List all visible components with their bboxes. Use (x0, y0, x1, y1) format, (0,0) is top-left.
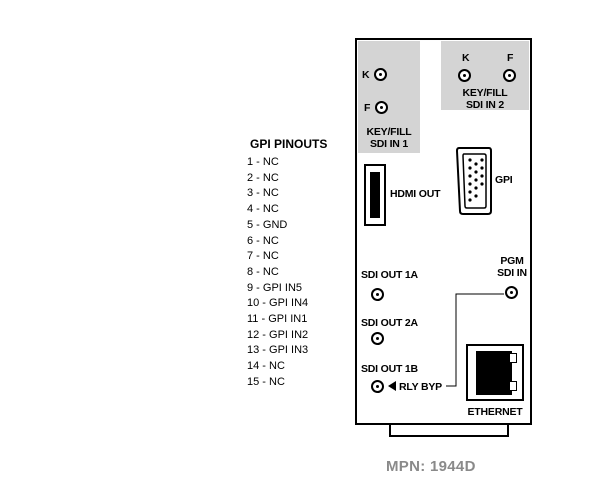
gpi-pin: 3 - NC (247, 187, 279, 200)
sdi-out-1b-label: SDI OUT 1B (361, 363, 418, 375)
gpi-label: GPI (495, 174, 513, 186)
keyfill-sdi-in-2-label: KEY/FILL SDI IN 2 (441, 87, 529, 111)
gpi-pin: 14 - NC (247, 360, 285, 373)
gpi-connector[interactable] (455, 146, 493, 216)
pgm-sdi-in-connector[interactable] (505, 286, 518, 299)
rear-panel (355, 38, 532, 425)
gpi-pin: 12 - GPI IN2 (247, 328, 309, 341)
gpi-pin: 15 - NC (247, 375, 285, 388)
ethernet-label: ETHERNET (467, 406, 523, 418)
sdi-out-1b-connector[interactable] (371, 380, 384, 393)
hdmi-out-label: HDMI OUT (390, 188, 441, 200)
keyfill-sdi-in-1-label: KEY/FILL SDI IN 1 (358, 126, 420, 150)
pgm-line2: SDI IN (497, 267, 527, 279)
gpi-pin: 9 - GPI IN5 (247, 281, 303, 294)
gpi-pin: 13 - GPI IN3 (247, 344, 309, 357)
key-sdi-in-2-connector[interactable] (458, 69, 471, 82)
sdi-out-1a-connector[interactable] (371, 288, 384, 301)
ethernet-led-top (509, 353, 517, 363)
gpi-pin: 7 - NC (247, 250, 279, 263)
hdmi-out-port[interactable] (364, 164, 386, 226)
gpi-pin: 10 - GPI IN4 (247, 297, 309, 310)
sdi-out-2a-label: SDI OUT 2A (361, 317, 418, 329)
keyfill-1-line1: KEY/FILL (366, 126, 412, 138)
gpi-pin: 1 - NC (247, 156, 279, 168)
gpi-pin: 8 - NC (247, 265, 279, 278)
ethernet-port[interactable] (466, 344, 524, 401)
gpi-pin: 6 - NC (247, 234, 279, 247)
key-label-2: K (462, 52, 470, 64)
gpi-pinout-list: 1 - NC 2 - NC 3 - NC 4 - NC 5 - GND 6 - … (247, 155, 308, 391)
pgm-sdi-in-label: PGM SDI IN (485, 255, 539, 279)
pgm-line1: PGM (500, 255, 524, 267)
key-sdi-in-1-connector[interactable] (374, 68, 387, 81)
sdi-out-2a-connector[interactable] (371, 332, 384, 345)
relay-bypass-line (446, 293, 504, 387)
ethernet-socket (476, 351, 512, 395)
keyfill-1-line2: SDI IN 1 (369, 138, 409, 150)
rly-byp-arrow-icon (388, 381, 396, 391)
keyfill-sdi-in-1-area (358, 41, 420, 153)
gpi-pinouts-title: GPI PINOUTS (250, 137, 328, 151)
fill-label-2: F (507, 52, 514, 64)
mpn-label: MPN: 1944D (386, 458, 476, 475)
gpi-pin: 5 - GND (247, 218, 288, 231)
fill-sdi-in-1-connector[interactable] (375, 101, 388, 114)
fill-label-1: F (364, 102, 371, 114)
gpi-pin: 2 - NC (247, 171, 279, 184)
rly-byp-label: RLY BYP (399, 381, 442, 393)
hdmi-port-opening (370, 172, 380, 218)
gpi-pin: 4 - NC (247, 203, 279, 216)
gpi-pin: 11 - GPI IN1 (247, 313, 308, 326)
keyfill-2-line1: KEY/FILL (462, 87, 508, 99)
sdi-out-1a-label: SDI OUT 1A (361, 269, 418, 281)
fill-sdi-in-2-connector[interactable] (503, 69, 516, 82)
keyfill-2-line2: SDI IN 2 (465, 99, 505, 111)
key-label-1: K (362, 69, 370, 81)
ethernet-led-bottom (509, 381, 517, 391)
panel-bottom-tab (389, 423, 509, 437)
